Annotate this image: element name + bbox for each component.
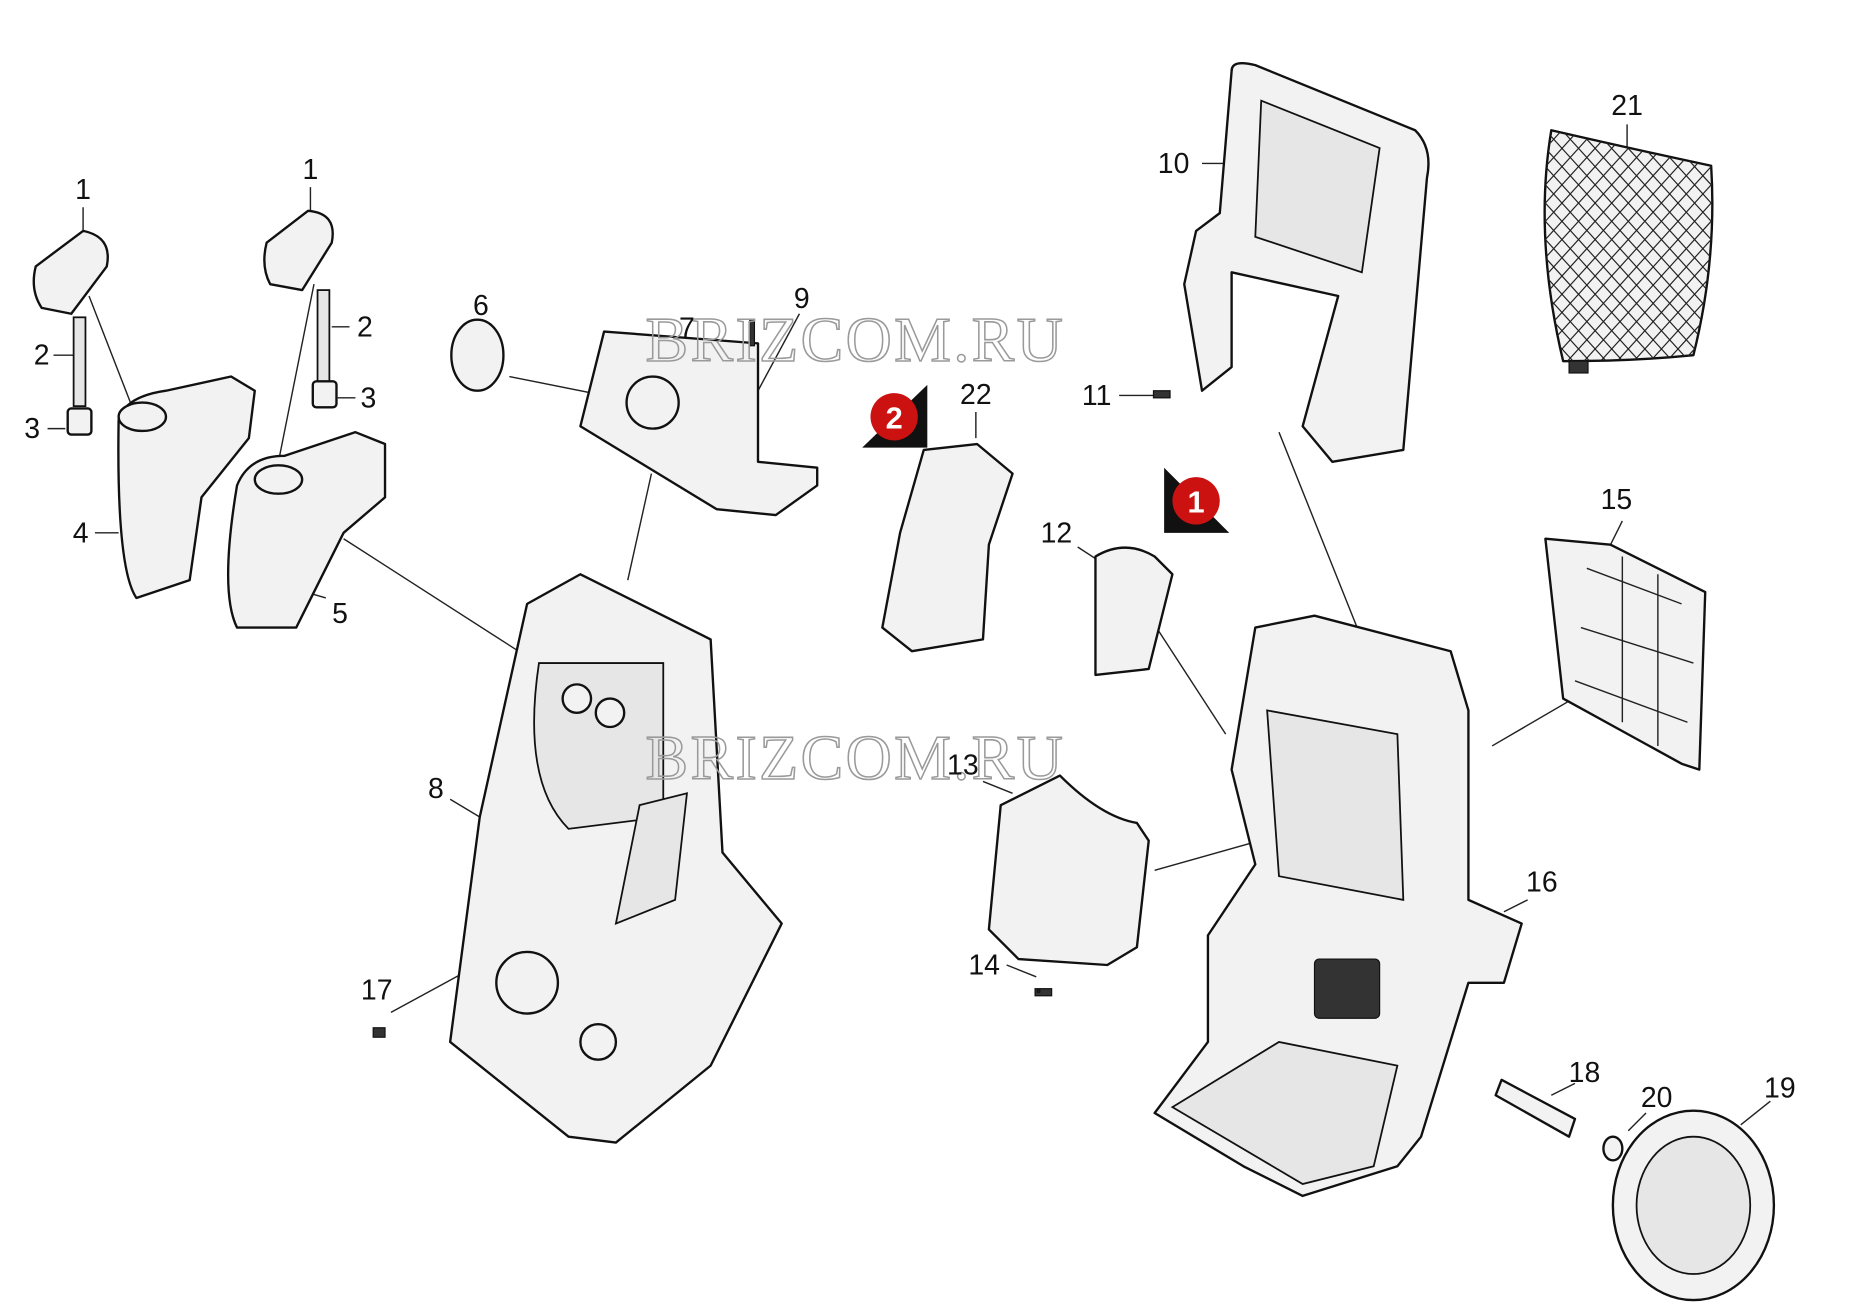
net-mesh-line: [1750, 118, 1857, 378]
callouts: 1 1 2 2 3 3 4 5 6 7 8 9 10 11 12 13 14 1…: [24, 90, 1795, 1114]
net-mesh-line: [1544, 130, 1607, 362]
part-knob-left: [32, 209, 338, 436]
part-front-housing: [448, 573, 783, 1144]
net-mesh-line: [1600, 130, 1713, 362]
part-side-covers: [117, 375, 387, 629]
callout-1: 1: [75, 174, 91, 206]
net-mesh-line: [1544, 130, 1673, 362]
net-mesh-line: [1544, 130, 1640, 362]
svg-text:1: 1: [1188, 485, 1205, 520]
net-mesh-line: [1750, 118, 1857, 378]
watermark: BRIZCOM.RU: [646, 304, 1066, 375]
callout-8: 8: [428, 773, 444, 805]
net-mesh-line: [1600, 130, 1713, 362]
net-mesh-line: [1544, 130, 1713, 362]
net-mesh-line: [1544, 130, 1656, 362]
net-mesh-line: [1584, 130, 1713, 362]
net-mesh-line: [1767, 118, 1857, 378]
callout-16: 16: [1526, 867, 1558, 899]
net-mesh-line: [1550, 130, 1713, 362]
part-net: [1543, 118, 1857, 378]
watermark: BRIZCOM.RU: [646, 722, 1066, 793]
net-mesh-line: [1767, 118, 1857, 378]
callout-2: 2: [357, 311, 373, 343]
callout-21: 21: [1611, 90, 1643, 122]
callout-4: 4: [73, 517, 89, 549]
callout-13: 13: [947, 749, 979, 781]
svg-text:2: 2: [886, 401, 903, 436]
part-wheel-assembly: [1494, 1078, 1776, 1302]
callout-1: 1: [303, 154, 319, 186]
leader-lines: [47, 124, 1771, 1132]
net-mesh-line: [1734, 118, 1857, 378]
callout-18: 18: [1569, 1057, 1601, 1089]
net-mesh-line: [1544, 130, 1623, 362]
callout-14: 14: [968, 949, 1000, 981]
part-chassis: [1153, 614, 1523, 1198]
net-mesh-line: [1633, 130, 1713, 362]
part-motor-cover: [987, 774, 1150, 997]
view-marker-2: 2: [862, 384, 928, 448]
net-mesh-line: [1650, 130, 1713, 362]
part-ducts: [881, 442, 1174, 677]
net-mesh-line: [1717, 118, 1857, 378]
net-mesh-line: [1567, 130, 1713, 362]
net-mesh-line: [1633, 130, 1713, 362]
callout-15: 15: [1601, 484, 1633, 516]
callout-7: 7: [679, 312, 695, 344]
net-mesh-line: [1617, 130, 1713, 362]
callout-17: 17: [361, 974, 393, 1006]
part-cap-and-plate: [450, 318, 819, 517]
callout-5: 5: [332, 598, 348, 630]
net-mesh-line: [1717, 118, 1857, 378]
net-mesh-line: [1544, 130, 1713, 362]
callout-11: 11: [1082, 380, 1112, 412]
net-mesh-line: [1544, 130, 1656, 362]
part-filter-frame: [1544, 537, 1707, 771]
callout-3: 3: [24, 413, 40, 445]
net-mesh-line: [1700, 130, 1713, 362]
view-marker-1: 1: [1164, 467, 1230, 533]
callout-10: 10: [1158, 148, 1190, 180]
callout-22: 22: [960, 379, 992, 411]
callout-9: 9: [794, 283, 810, 315]
callout-6: 6: [473, 290, 489, 322]
net-mesh-line: [1544, 130, 1713, 362]
net-mesh-line: [1544, 130, 1607, 362]
part-handle: [1152, 61, 1430, 463]
callout-19: 19: [1764, 1073, 1796, 1105]
net-mesh-line: [1544, 130, 1623, 362]
net-mesh-line: [1544, 130, 1706, 362]
net-mesh-line: [1650, 130, 1713, 362]
net-mesh-line: [1544, 130, 1640, 362]
callout-20: 20: [1641, 1082, 1673, 1114]
screws: [372, 989, 1041, 1038]
net-mesh-line: [1617, 130, 1713, 362]
callout-2: 2: [34, 340, 50, 372]
callout-3: 3: [361, 382, 377, 414]
net-mesh-line: [1700, 130, 1713, 362]
net-mesh-line: [1544, 130, 1690, 362]
net-mesh-line: [1544, 130, 1590, 362]
net-mesh-line: [1734, 118, 1857, 378]
callout-12: 12: [1041, 517, 1073, 549]
